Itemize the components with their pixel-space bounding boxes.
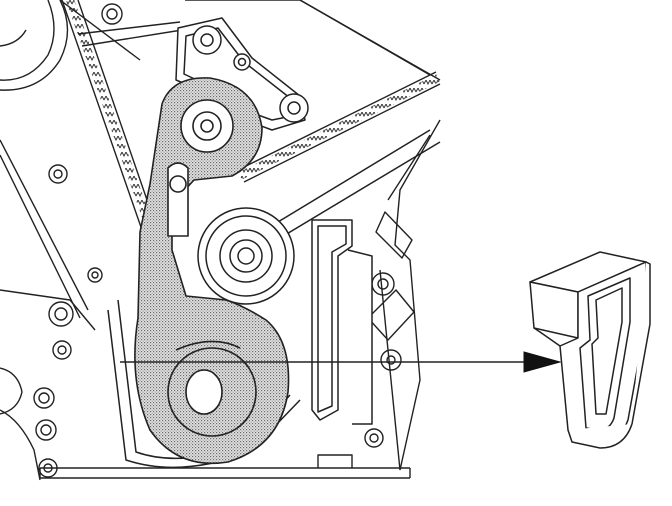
idler-pulley — [197, 207, 295, 305]
belt-tensioner-arm — [134, 77, 290, 465]
locking-tool — [529, 251, 651, 449]
callout-arrow — [120, 351, 562, 373]
mounting-bracket — [175, 17, 373, 425]
engine-block — [0, 0, 441, 481]
